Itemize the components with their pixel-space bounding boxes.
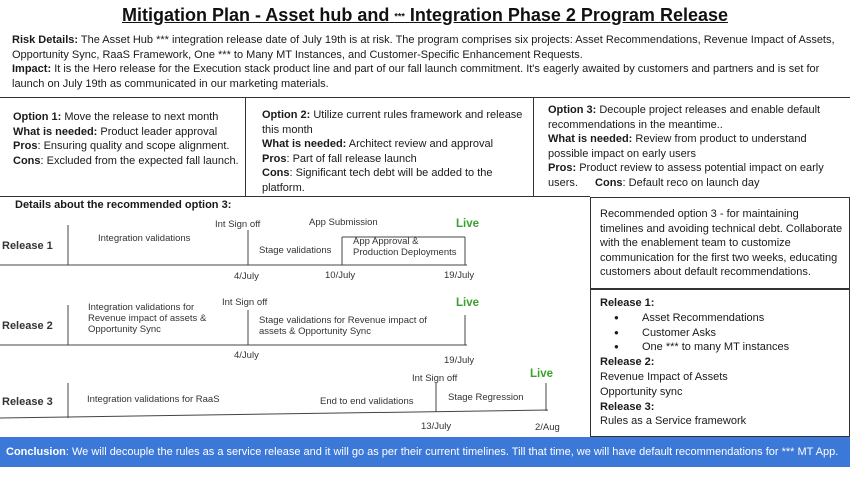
title-stars: ***: [394, 11, 405, 22]
option-1-desc: Move the release to next month: [64, 111, 219, 123]
option-2: Option 2: Utilize current rules framewor…: [262, 108, 524, 195]
option-2-cons-label: Cons: [262, 167, 290, 179]
option-3-needed-label: What is needed:: [548, 133, 633, 145]
details-heading: Details about the recommended option 3:: [15, 199, 232, 211]
option-3-pros: Product review to assess potential impac…: [548, 162, 824, 189]
option-2-pros-label: Pros: [262, 152, 287, 165]
release-1-label: Release 1: [2, 240, 53, 252]
scope-release-2-item-2: Opportunity sync: [600, 385, 683, 398]
release-2-phase-stage: Stage validations for Revenue impact of …: [259, 315, 427, 337]
option-1-needed-label: What is needed:: [13, 125, 98, 138]
option-1-needed: Product leader approval: [100, 125, 218, 138]
release-3-phase-stage-regression: Stage Regression: [448, 392, 524, 403]
option-2-pros: : Part of fall release launch: [286, 152, 417, 165]
option-1-pros: : Ensuring quality and scope alignment.: [37, 140, 230, 152]
conclusion-banner: Conclusion: We will decouple the rules a…: [0, 437, 850, 467]
release-1-phase-approval: App Approval & Production Deployments: [353, 236, 457, 258]
release-2-date-2: 19/July: [444, 355, 475, 366]
release-3-date-2: 2/Aug: [535, 422, 560, 433]
release-3-baseline: [0, 409, 549, 419]
scope-release-2-item-1: Revenue Impact of Assets: [600, 370, 728, 383]
option-3-cons: : Default reco on launch day: [622, 176, 760, 189]
release-2-date-1: 4/July: [234, 350, 259, 361]
risk-label: Risk Details:: [12, 34, 79, 46]
title-part-2: Integration Phase 2 Program Release: [409, 5, 728, 25]
list-item: One *** to many MT instances: [614, 340, 843, 355]
options-divider-2: [533, 97, 534, 196]
scope-release-1-list: Asset Recommendations Customer Asks One …: [600, 311, 843, 355]
release-3-date-1: 13/July: [421, 421, 452, 432]
release-1-date-1: 4/July: [234, 271, 259, 282]
impact-label: Impact:: [12, 63, 52, 76]
option-3-desc: Decouple project releases and enable def…: [548, 104, 821, 131]
impact-details: Impact: It is the Hero release for the E…: [12, 62, 840, 91]
release-1-date-3: 19/July: [444, 270, 475, 281]
list-item: Asset Recommendations: [614, 311, 843, 326]
page-title: Mitigation Plan - Asset hub and *** Inte…: [0, 5, 850, 26]
release-1-live: Live: [456, 218, 480, 230]
release-2-phase-signoff: Int Sign off: [222, 297, 268, 308]
option-1-pros-label: Pros: [13, 140, 38, 152]
options-bottom-divider: [0, 196, 590, 197]
conclusion-text: : We will decouple the rules as a servic…: [65, 446, 839, 458]
options-top-divider: [0, 97, 850, 98]
release-1-date-2: 10/July: [325, 270, 356, 281]
option-3-needed: Review from product to understand possib…: [548, 133, 807, 160]
conclusion-label: Conclusion: [6, 446, 66, 458]
option-1-title: Option 1:: [13, 111, 62, 123]
option-3: Option 3: Decouple project releases and …: [548, 103, 824, 190]
option-1-cons-label: Cons: [13, 154, 41, 167]
list-item: Customer Asks: [614, 326, 843, 341]
option-3-cons-label: Cons: [595, 176, 623, 189]
option-1: Option 1: Move the release to next month…: [13, 110, 241, 168]
release-1-phase-stage: Stage validations: [259, 245, 332, 256]
release-3-phase-e2e: End to end validations: [320, 396, 414, 407]
recommendation-text: Recommended option 3 - for maintaining t…: [600, 208, 843, 279]
option-3-title: Option 3:: [548, 104, 597, 116]
release-3-live: Live: [530, 368, 554, 380]
intro-section: Risk Details: The Asset Hub *** integrat…: [12, 33, 840, 91]
release-1-phase-submission: App Submission: [309, 217, 378, 228]
recommendation-box: Recommended option 3 - for maintaining t…: [590, 197, 850, 289]
timeline-diagram: [0, 225, 549, 419]
option-3-pros-label: Pros:: [548, 162, 577, 174]
release-2-phase-integration: Integration validations for Revenue impa…: [88, 302, 207, 335]
scope-box: Release 1: Asset Recommendations Custome…: [590, 289, 850, 437]
title-part-1: Mitigation Plan - Asset hub and: [121, 5, 390, 25]
release-3-phase-integration: Integration validations for RaaS: [87, 394, 220, 405]
release-1-phase-signoff: Int Sign off: [215, 219, 261, 230]
scope-release-1-label: Release 1:: [600, 297, 655, 309]
release-2-live: Live: [456, 297, 480, 309]
option-2-cons: : Significant tech debt will be added to…: [262, 167, 493, 194]
scope-release-3-item-1: Rules as a Service framework: [600, 415, 747, 428]
risk-text: The Asset Hub *** integration release da…: [12, 34, 835, 61]
options-divider-1: [245, 97, 246, 196]
release-1-phase-integration: Integration validations: [98, 233, 191, 244]
option-2-desc: Utilize current rules framework and rele…: [262, 109, 523, 136]
option-2-needed-label: What is needed:: [262, 138, 347, 150]
release-3-label: Release 3: [2, 396, 53, 408]
scope-release-2-label: Release 2:: [600, 356, 655, 369]
scope-release-3-label: Release 3:: [600, 400, 655, 413]
release-2-label: Release 2: [2, 320, 53, 332]
option-2-needed: Architect review and approval: [348, 138, 494, 150]
risk-details: Risk Details: The Asset Hub *** integrat…: [12, 33, 840, 62]
option-2-title: Option 2:: [262, 109, 311, 121]
option-1-cons: : Excluded from the expected fall launch…: [40, 154, 239, 167]
release-3-phase-signoff: Int Sign off: [412, 373, 458, 384]
impact-text: It is the Hero release for the Execution…: [12, 63, 820, 90]
